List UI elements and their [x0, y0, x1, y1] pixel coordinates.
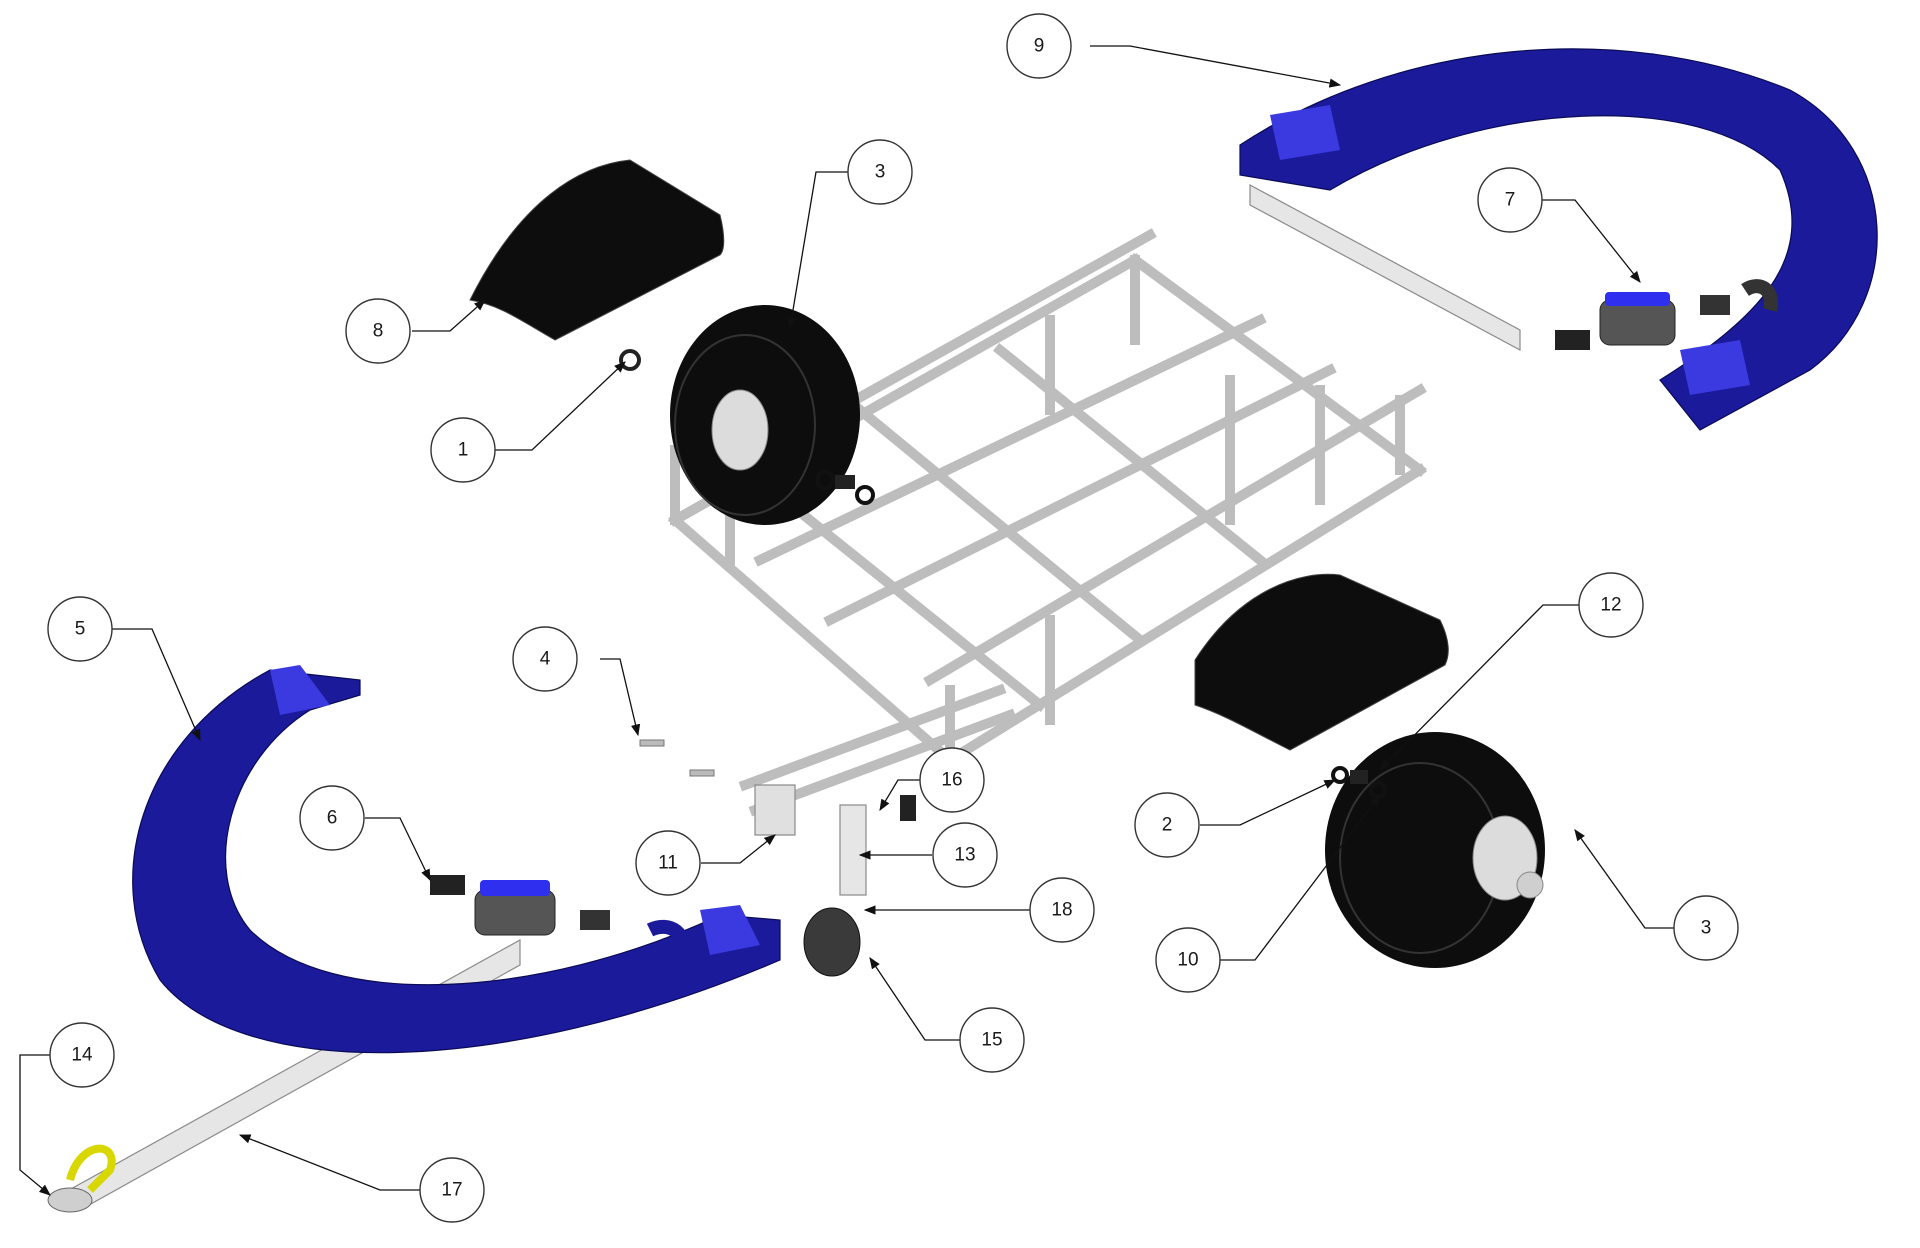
valve-assembly-right	[1555, 279, 1778, 350]
callout-16-label: 16	[941, 770, 962, 791]
callout-12: 12	[1578, 572, 1644, 638]
callout-1: 1	[430, 417, 496, 483]
callout-5-label: 5	[75, 619, 86, 640]
callout-17-label: 17	[441, 1180, 462, 1201]
callout-17: 17	[419, 1157, 485, 1223]
callout-14-label: 14	[71, 1045, 93, 1066]
callout-11: 11	[635, 830, 701, 896]
callout-13: 13	[932, 822, 998, 888]
fender-rear	[469, 159, 725, 341]
callout-18-label: 18	[1051, 900, 1072, 921]
callout-9: 9	[1006, 13, 1072, 79]
callout-8: 8	[345, 298, 411, 364]
valve-assembly-left	[430, 875, 690, 959]
tank-half-top	[1239, 48, 1878, 431]
callout-15: 15	[959, 1007, 1025, 1073]
callout-15-label: 15	[981, 1030, 1002, 1051]
jack-caster-wheel	[803, 907, 861, 977]
callout-1-label: 1	[458, 440, 469, 461]
callout-11-label: 11	[658, 853, 678, 874]
callout-5: 5	[47, 596, 113, 662]
wheel-rear	[670, 305, 860, 525]
callout-9-label: 9	[1034, 36, 1045, 57]
callout-8-label: 8	[373, 321, 384, 342]
callout-6: 6	[299, 785, 365, 851]
wheel-front	[1325, 732, 1545, 968]
callout-2-label: 2	[1162, 815, 1173, 836]
small-parts	[619, 349, 1387, 821]
callout-3b-label: 3	[1701, 918, 1712, 939]
tank-half-bottom	[132, 665, 781, 1054]
callout-16: 16	[919, 747, 985, 813]
callout-7-label: 7	[1505, 190, 1516, 211]
callout-10: 10	[1155, 927, 1221, 993]
callout-3a-label: 3	[875, 162, 886, 183]
fender-front	[1194, 573, 1449, 751]
callout-2: 2	[1134, 792, 1200, 858]
callout-13-label: 13	[954, 845, 975, 866]
leader-lines	[19, 45, 1675, 1196]
callout-12-label: 12	[1600, 595, 1621, 616]
callout-4-label: 4	[540, 649, 551, 670]
callout-18: 18	[1029, 877, 1095, 943]
callout-4: 4	[512, 626, 578, 692]
hitch-coupler	[47, 1144, 116, 1213]
callout-3a: 3	[847, 139, 913, 205]
callout-14: 14	[49, 1022, 115, 1088]
callout-10-label: 10	[1177, 950, 1198, 971]
callout-3b: 3	[1673, 895, 1739, 961]
callout-6-label: 6	[327, 808, 338, 829]
callout-7: 7	[1477, 167, 1543, 233]
